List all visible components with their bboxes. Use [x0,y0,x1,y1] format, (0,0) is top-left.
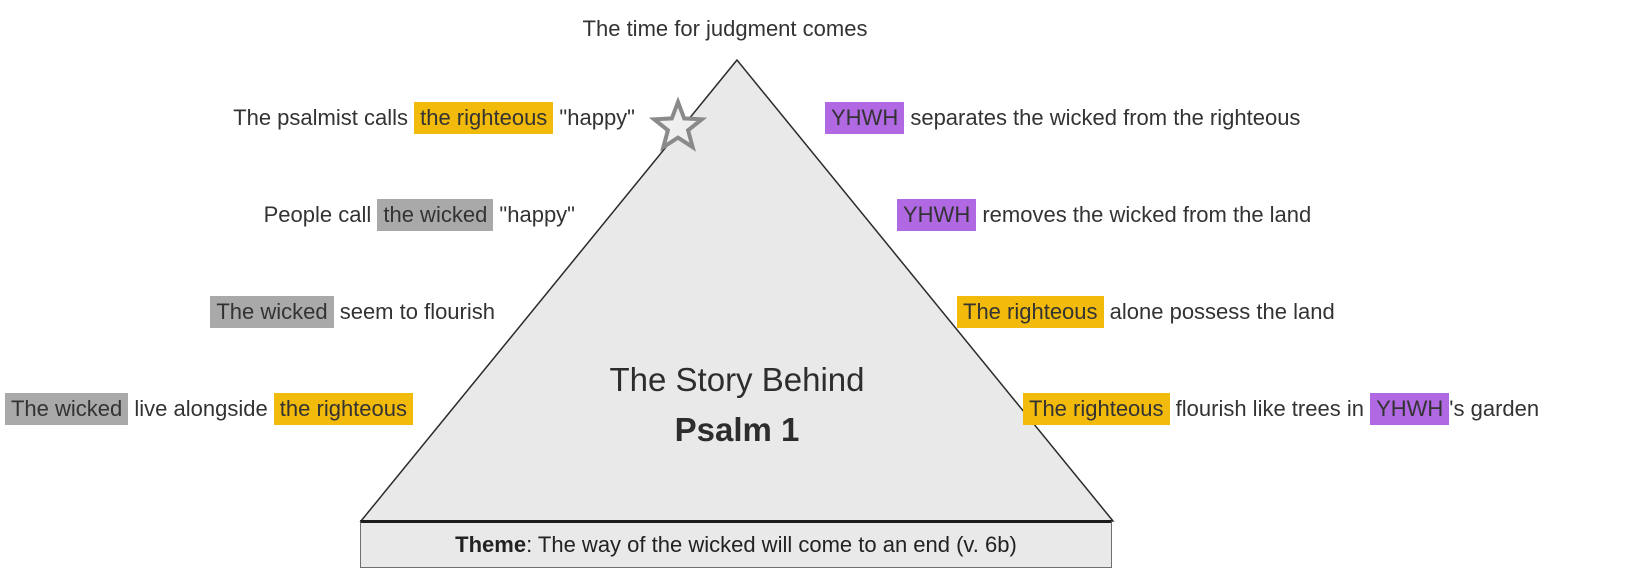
text-segment: seem to flourish [333,299,495,324]
theme-bar: Theme: The way of the wicked will come t… [360,520,1112,568]
theme-label: Theme [455,532,527,557]
text-segment: 's garden [1449,396,1540,421]
highlight-yhwh: YHWH [1370,393,1450,425]
highlight-the-righteous: The righteous [1023,393,1170,425]
highlight-the-wicked: The wicked [210,296,334,328]
highlight-yhwh: YHWH [825,102,905,134]
right-row-2: YHWH removes the wicked from the land [897,199,1312,231]
text-segment: alone possess the land [1103,299,1335,324]
text-segment: People call [263,202,378,227]
pyramid-title-line1: The Story Behind [609,361,865,398]
right-row-3: The righteous alone possess the land [957,296,1335,328]
text-segment: separates the wicked from the righteous [904,105,1301,130]
text-segment: removes the wicked from the land [976,202,1312,227]
theme-text: : The way of the wicked will come to an … [526,532,1017,557]
highlight-the-righteous: the righteous [414,102,554,134]
text-segment: The psalmist calls [233,105,415,130]
text-segment: "happy" [493,202,575,227]
top-label: The time for judgment comes [582,16,868,41]
pyramid-title-line2: Psalm 1 [674,411,800,448]
left-row-2: People call the wicked "happy" [263,199,575,231]
left-row-4: The wicked live alongside the righteous [4,393,413,425]
text-segment: "happy" [553,105,635,130]
left-row-1: The psalmist calls the righteous "happy" [233,102,635,134]
highlight-the-righteous: the righteous [273,393,413,425]
right-row-1: YHWH separates the wicked from the right… [825,102,1301,134]
highlight-the-wicked: the wicked [377,199,494,231]
left-row-3: The wicked seem to flourish [210,296,495,328]
text-segment: live alongside [128,396,274,421]
highlight-the-wicked: The wicked [4,393,129,425]
star-icon [648,96,708,152]
highlight-the-righteous: The righteous [957,296,1104,328]
highlight-yhwh: YHWH [897,199,977,231]
text-segment: flourish like trees in [1169,396,1371,421]
pyramid-title: The Story Behind Psalm 1 [610,355,865,455]
right-row-4: The righteous flourish like trees in YHW… [1023,393,1540,425]
